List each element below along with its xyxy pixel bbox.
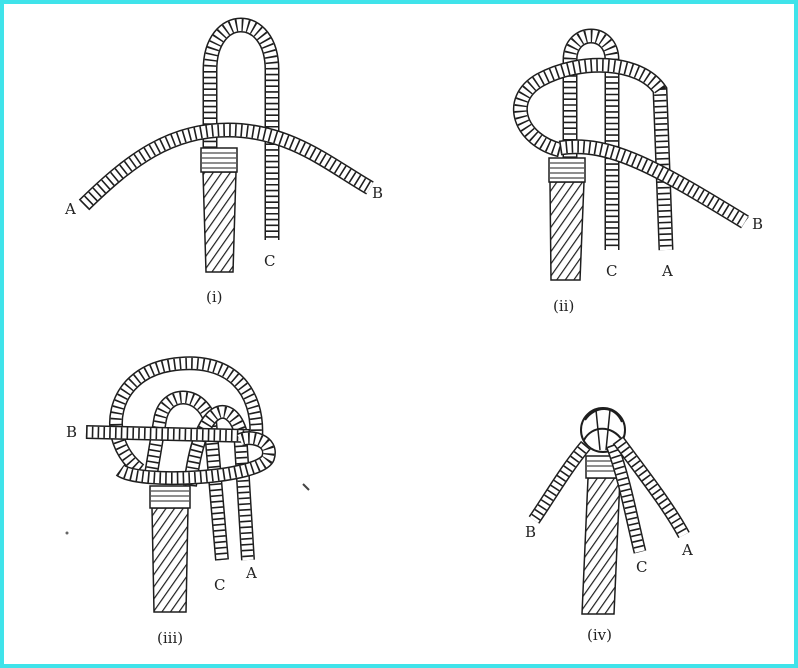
rope-body bbox=[582, 478, 620, 614]
rope-body bbox=[152, 508, 188, 612]
panel-4: B C A (iv) bbox=[525, 408, 693, 644]
rope-body bbox=[203, 172, 236, 272]
label-a: A bbox=[64, 200, 76, 218]
label-b: B bbox=[66, 423, 77, 441]
label-b: B bbox=[525, 523, 536, 541]
label-c: C bbox=[214, 576, 225, 594]
caption-ii: (ii) bbox=[553, 297, 574, 315]
strand-b bbox=[86, 432, 250, 436]
whipping bbox=[150, 486, 190, 508]
caption-iii: (iii) bbox=[157, 629, 183, 647]
label-c: C bbox=[606, 262, 617, 280]
label-a: A bbox=[245, 564, 257, 582]
label-c: C bbox=[636, 558, 647, 576]
speck bbox=[303, 484, 309, 490]
caption-iv: (iv) bbox=[587, 626, 612, 644]
label-c: C bbox=[264, 252, 275, 270]
panel-1: A B C (i) bbox=[64, 25, 383, 306]
label-a: A bbox=[681, 541, 693, 559]
strand-b bbox=[560, 147, 745, 222]
label-b: B bbox=[372, 184, 383, 202]
panel-2: B C A (ii) bbox=[520, 36, 763, 315]
label-b: B bbox=[752, 215, 763, 233]
speck bbox=[66, 532, 69, 535]
caption-i: (i) bbox=[206, 288, 223, 306]
panel-3: B C A (iii) bbox=[66, 363, 269, 647]
strand-b bbox=[534, 445, 586, 520]
rope-body bbox=[550, 182, 584, 280]
label-a: A bbox=[661, 262, 673, 280]
